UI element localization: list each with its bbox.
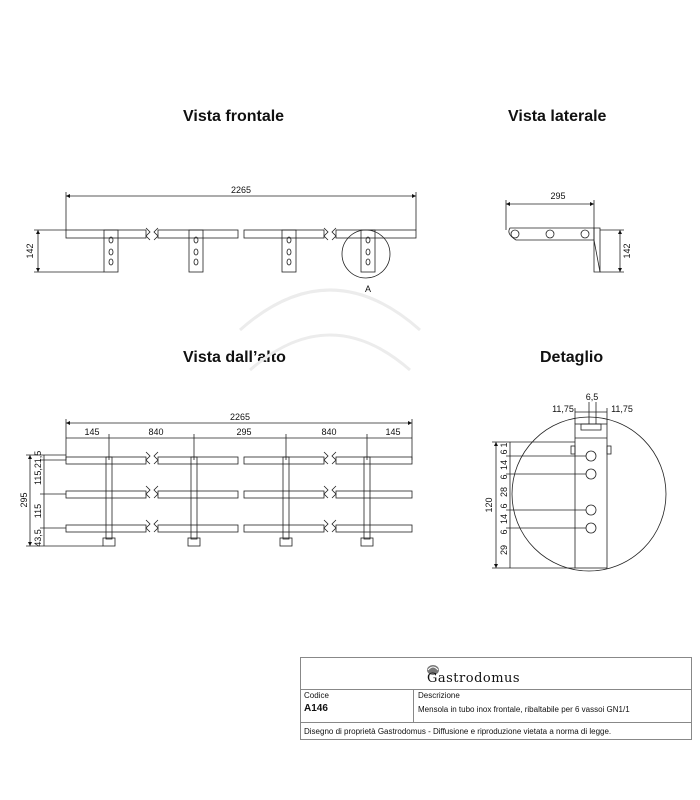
detail-ref-label: A bbox=[365, 284, 371, 294]
side-depth-label: 295 bbox=[550, 191, 565, 201]
detail-view-title: Detaglio bbox=[540, 349, 604, 366]
detail-part-5: 28 bbox=[499, 487, 509, 497]
brand-name: Gastrodomus bbox=[427, 671, 521, 686]
top-seg-4: 840 bbox=[321, 427, 336, 437]
front-width-label: 2265 bbox=[231, 185, 251, 195]
title-block: Gastrodomus Codice A146 Descrizione Mens… bbox=[300, 657, 692, 740]
detail-top-3: 11,75 bbox=[611, 404, 633, 414]
code-value: A146 bbox=[304, 703, 328, 714]
front-view bbox=[34, 192, 417, 279]
front-height-label: 142 bbox=[25, 243, 35, 258]
top-left-part-1: 1,5 bbox=[33, 451, 43, 464]
detail-part-9: 29 bbox=[499, 545, 509, 555]
top-left-part-3: 115 bbox=[33, 504, 43, 518]
top-seg-1: 145 bbox=[84, 427, 99, 437]
ownership-notice: Disegno di proprietà Gastrodomus - Diffu… bbox=[304, 727, 612, 736]
top-seg-5: 145 bbox=[385, 427, 400, 437]
detail-part-4: 6 bbox=[499, 474, 509, 479]
code-label: Codice bbox=[304, 691, 329, 700]
top-left-part-4: 43,5 bbox=[33, 529, 43, 547]
detail-view bbox=[492, 402, 667, 572]
brand-logo: Gastrodomus bbox=[301, 658, 691, 690]
side-height-label: 142 bbox=[622, 243, 632, 258]
detail-part-6: 6 bbox=[499, 503, 509, 508]
top-seg-3: 295 bbox=[236, 427, 251, 437]
detail-height-label: 120 bbox=[484, 497, 494, 512]
detail-part-7: 14 bbox=[499, 514, 509, 524]
detail-top-1: 11,75 bbox=[552, 404, 574, 414]
detail-top-2: 6,5 bbox=[586, 392, 599, 402]
watermark bbox=[239, 288, 421, 372]
description-label: Descrizione bbox=[418, 691, 460, 700]
side-view-title: Vista laterale bbox=[508, 108, 607, 125]
title-block-info-row: Codice A146 Descrizione Mensola in tubo … bbox=[301, 689, 691, 723]
top-width-label: 2265 bbox=[230, 412, 250, 422]
detail-part-8: 6 bbox=[499, 529, 509, 534]
top-depth-label: 295 bbox=[19, 492, 29, 507]
top-left-part-2: 115,2 bbox=[33, 463, 43, 485]
logo-icon bbox=[427, 665, 439, 675]
front-view-title: Vista frontale bbox=[183, 108, 285, 125]
description-value: Mensola in tubo inox frontale, ribaltabi… bbox=[418, 705, 630, 714]
title-block-divider bbox=[413, 689, 414, 722]
side-view bbox=[505, 200, 624, 273]
top-view bbox=[26, 419, 413, 547]
detail-part-3: 14 bbox=[499, 460, 509, 470]
detail-part-2: 6 bbox=[499, 449, 509, 454]
detail-part-1: 1 bbox=[499, 442, 509, 447]
top-seg-2: 840 bbox=[148, 427, 163, 437]
